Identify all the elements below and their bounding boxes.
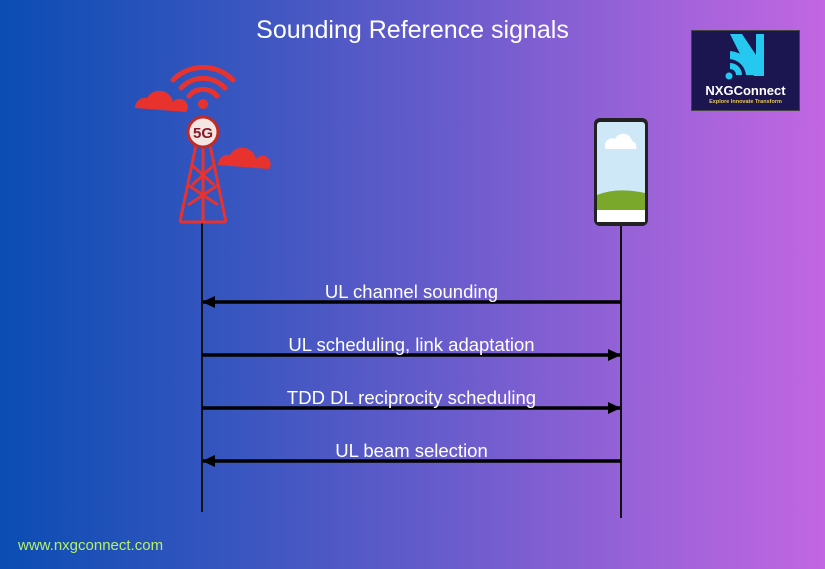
5g-badge: 5G: [193, 125, 213, 142]
wifi-n-icon: [725, 34, 764, 80]
logo-name: NXGConnect: [705, 83, 786, 98]
nxgconnect-logo: NXGConnect Explore Innovate Transform: [691, 30, 800, 111]
smartphone-icon: [594, 118, 648, 226]
message-label: UL scheduling, link adaptation: [288, 334, 535, 355]
message-label: TDD DL reciprocity scheduling: [286, 387, 537, 408]
diagram-title: Sounding Reference signals: [256, 16, 569, 44]
message-label: UL beam selection: [335, 440, 488, 461]
tower-icon: 5G: [134, 64, 271, 224]
message-label: UL channel sounding: [324, 281, 499, 302]
website-link[interactable]: www.nxgconnect.com: [18, 537, 164, 554]
logo-tagline: Explore Innovate Transform: [709, 99, 782, 105]
